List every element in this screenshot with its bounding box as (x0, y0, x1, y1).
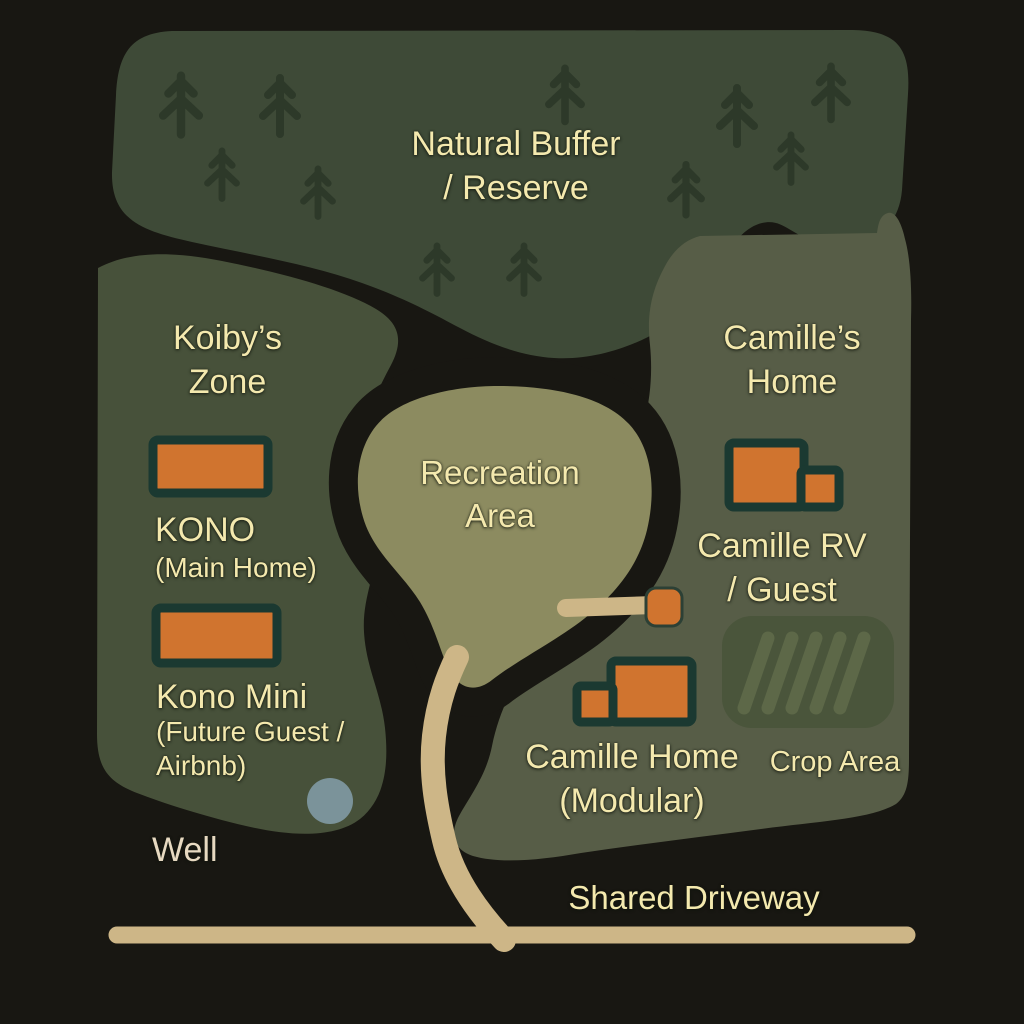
camille-rv-label-line2: / Guest (727, 571, 837, 610)
crop-area-stripe (833, 631, 871, 715)
crop-area-stripe (785, 631, 823, 715)
crop-area-shape (722, 616, 894, 728)
driveway-group (108, 596, 916, 952)
kono-sublabel: (Main Home) (155, 552, 317, 583)
crop-area-stripe (809, 631, 847, 715)
camille-rv-building-annex (796, 465, 844, 512)
recreation-area-label-line1: Recreation (420, 454, 580, 491)
well-marker (307, 778, 353, 824)
kono-mini-building (151, 603, 282, 668)
natural-buffer-label: Natural Buffer / Reserve (316, 122, 716, 210)
koiby-zone-label: Koiby’s Zone (115, 316, 340, 404)
natural-buffer-label-line2: / Reserve (443, 169, 589, 208)
shared-driveway-label: Shared Driveway (568, 879, 820, 916)
driveway-branch-road (420, 645, 516, 952)
natural-buffer-label-line1: Natural Buffer (411, 125, 621, 163)
koiby-zone-label-line2: Zone (188, 363, 267, 402)
recreation-area-label-line2: Area (465, 496, 535, 534)
driveway-stub-road (557, 596, 664, 617)
koiby-zone-label-line1: Koiby’s (173, 319, 282, 357)
crop-area-stripe (737, 631, 775, 715)
buildings (148, 435, 844, 727)
well-label: Well (152, 831, 218, 869)
camille-rv-label-line1: Camille RV (697, 527, 867, 565)
camille-home-building-annex (572, 681, 618, 727)
kono-mini-label: Kono Mini (156, 678, 308, 716)
crop-area-stripes (737, 631, 871, 715)
camille-rv-label: Camille RV / Guest (667, 524, 897, 612)
camille-home-label: Camille Home (Modular) (502, 735, 762, 823)
camille-zone-label-line1: Camille’s (723, 319, 861, 357)
kono-label: KONO (155, 511, 256, 549)
kono-mini-sublabel-1: (Future Guest / (156, 716, 345, 747)
camille-home-building-main (606, 656, 697, 727)
camille-zone-label: Camille’s Home (677, 316, 907, 404)
camille-rv-building-main (724, 438, 809, 512)
kono-mini-sublabel-2: Airbnb) (156, 750, 247, 781)
camille-home-label-line1: Camille Home (525, 738, 739, 776)
recreation-area-label: Recreation Area (385, 452, 615, 538)
small-outbuilding (644, 586, 684, 628)
crop-area-stripe (761, 631, 799, 715)
crop-area-label: Crop Area (769, 746, 901, 778)
koiby-zone-shape (97, 254, 399, 834)
kono-building (148, 435, 273, 498)
camille-home-label-line2: (Modular) (559, 782, 705, 821)
camille-zone-label-line2: Home (746, 363, 838, 402)
